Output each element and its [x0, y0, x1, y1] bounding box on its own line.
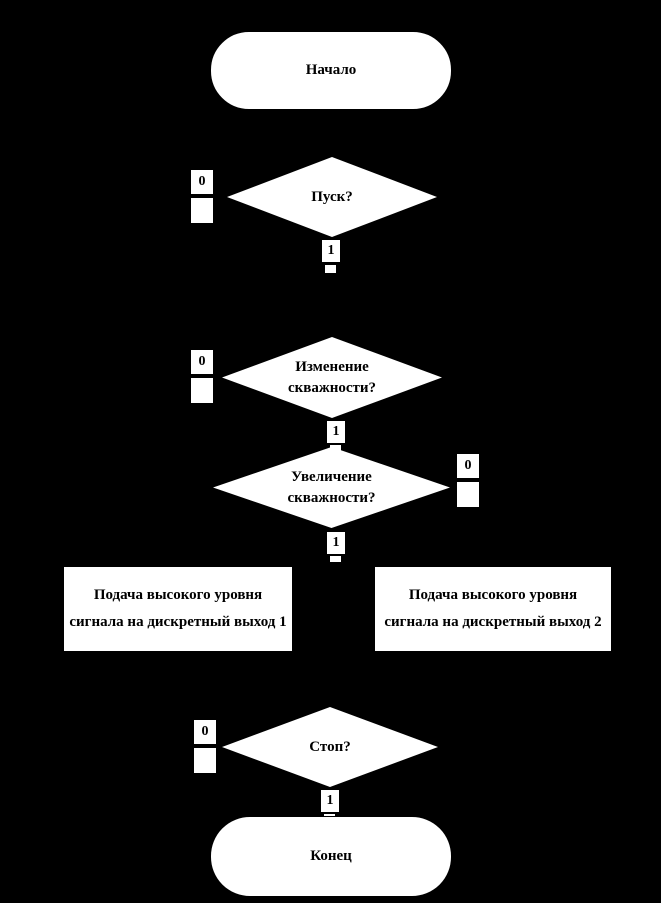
connector-box-duty-increase-no [456, 481, 480, 508]
branch-label-stop-no: 0 [193, 719, 217, 745]
process-output2-line1: Подача высокого уровня [408, 587, 578, 603]
decision-duty-change: Изменение скважности? [222, 337, 442, 418]
connector-box-duty-increase-yes [330, 556, 341, 562]
process-output2-line2: сигнала на дискретный выход 2 [384, 614, 602, 630]
decision-duty-increase-line2: скважности? [287, 489, 376, 506]
branch-label-duty-change-yes: 1 [326, 420, 346, 444]
connector-box-pusk-no [190, 197, 214, 224]
process-output1: Подача высокого уровня сигнала на дискре… [63, 566, 293, 652]
branch-label-pusk-no: 0 [190, 169, 214, 195]
branch-label-pusk-yes: 1 [321, 239, 341, 263]
branch-label-duty-increase-yes: 1 [326, 531, 346, 555]
terminator-end: Конец [210, 816, 452, 897]
decision-stop-label: Стоп? [309, 738, 351, 755]
connector-box-stop-no [193, 747, 217, 774]
process-output2: Подача высокого уровня сигнала на дискре… [374, 566, 612, 652]
decision-duty-change-line1: Изменение [295, 359, 369, 376]
decision-pusk: Пуск? [227, 157, 437, 237]
connector-box-duty-change-yes [330, 445, 341, 451]
decision-duty-change-line2: скважности? [287, 379, 377, 396]
terminator-end-label: Конец [310, 848, 352, 865]
connector-box-pusk-yes [325, 265, 336, 273]
connector-box-duty-change-no [190, 377, 214, 404]
process-output1-line1: Подача высокого уровня [93, 587, 263, 603]
terminator-start-label: Начало [305, 62, 357, 79]
branch-label-duty-change-no: 0 [190, 349, 214, 375]
decision-stop: Стоп? [222, 707, 438, 787]
decision-pusk-label: Пуск? [311, 188, 353, 205]
terminator-start: Начало [210, 31, 452, 110]
decision-duty-increase: Увеличение скважности? [213, 447, 450, 528]
process-output1-line2: сигнала на дискретный выход 1 [69, 614, 287, 630]
decision-duty-increase-line1: Увеличение [291, 469, 372, 486]
branch-label-stop-yes: 1 [320, 789, 340, 813]
branch-label-duty-increase-no: 0 [456, 453, 480, 479]
